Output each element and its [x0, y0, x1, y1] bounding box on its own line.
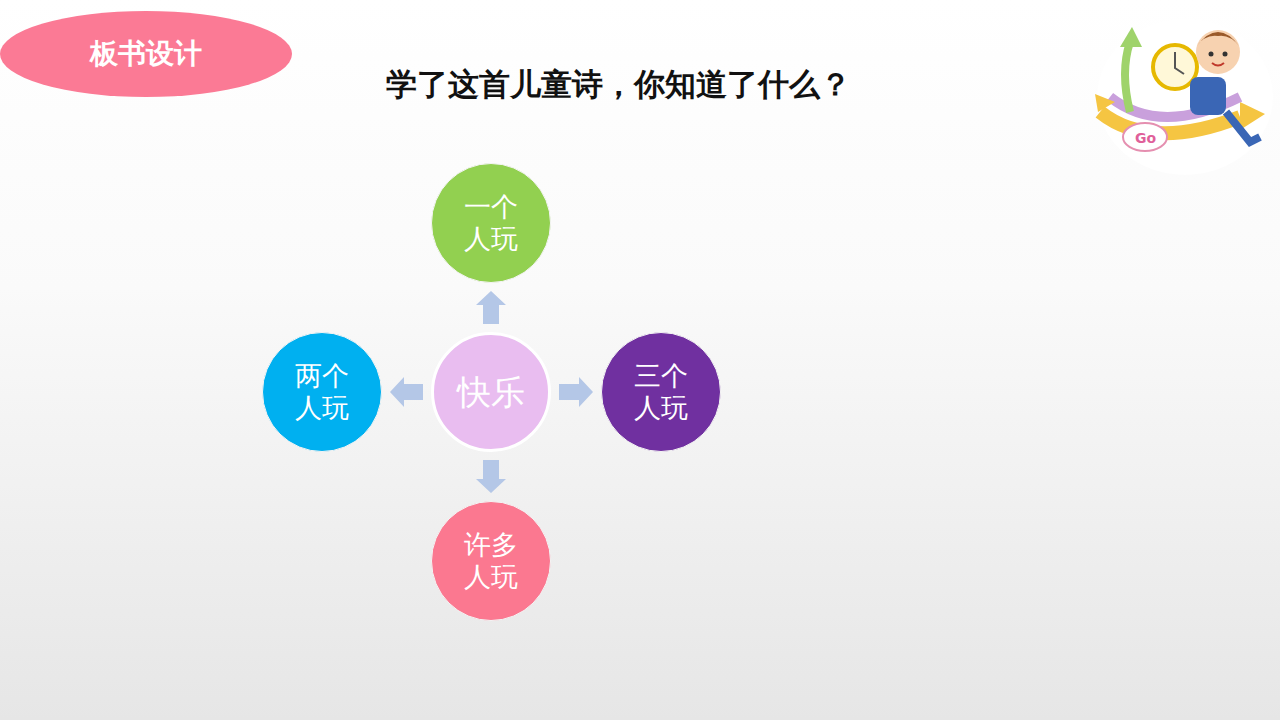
- node-label: 快乐: [452, 372, 530, 413]
- branch-circle: 一个 人玩: [431, 163, 551, 283]
- block-arrow: [559, 377, 593, 407]
- cartoon-illustration: Go: [1090, 2, 1280, 182]
- heading-ellipse: 板书设计: [0, 11, 292, 97]
- block-arrow: [476, 291, 506, 324]
- node-label: 两个 人玩: [291, 360, 353, 425]
- node-label: 板书设计: [90, 37, 202, 71]
- node-label: 三个 人玩: [630, 360, 692, 425]
- branch-circle: 两个 人玩: [262, 332, 382, 452]
- node-label: 许多 人玩: [460, 529, 522, 594]
- center-circle: 快乐: [431, 332, 551, 452]
- branch-circle: 许多 人玩: [431, 501, 551, 621]
- block-arrow: [390, 377, 423, 407]
- branch-circle: 三个 人玩: [601, 332, 721, 452]
- block-arrow: [476, 460, 506, 493]
- svg-text:Go: Go: [1135, 130, 1156, 146]
- node-label: 一个 人玩: [460, 191, 522, 256]
- title-heading: 学了这首儿童诗，你知道了什么？: [386, 64, 851, 106]
